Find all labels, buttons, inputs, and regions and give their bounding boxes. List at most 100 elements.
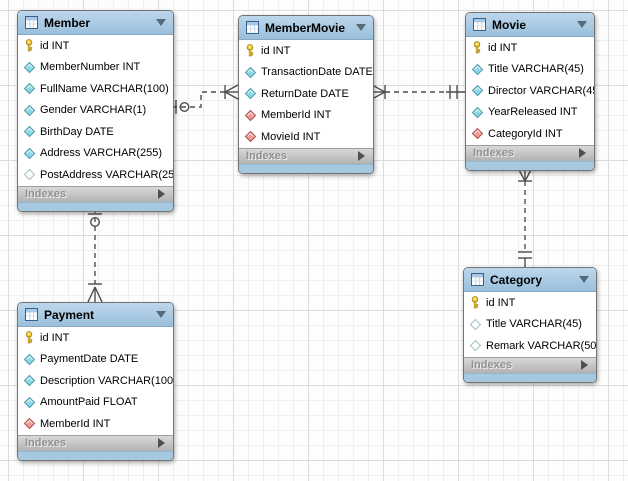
relationship-member-membermovie[interactable]: [172, 84, 239, 114]
expand-arrow-icon[interactable]: [579, 148, 586, 158]
expand-arrow-icon[interactable]: [581, 360, 588, 370]
column-row[interactable]: id INT: [239, 40, 373, 62]
table-title: Category: [490, 272, 543, 287]
column-row[interactable]: TransactionDate DATE: [239, 62, 373, 84]
column-row[interactable]: PostAddress VARCHAR(255): [18, 164, 173, 186]
expand-arrow-icon[interactable]: [358, 151, 365, 161]
column-row[interactable]: PaymentDate DATE: [18, 349, 173, 371]
column-row[interactable]: id INT: [18, 35, 173, 57]
table-footer: [466, 160, 594, 170]
column-label: AmountPaid FLOAT: [40, 396, 138, 409]
indexes-label: Indexes: [471, 359, 512, 371]
table-icon: [25, 16, 38, 29]
notnull-column-icon: [471, 84, 484, 97]
column-label: MemberId INT: [40, 417, 111, 430]
column-row[interactable]: YearReleased INT: [466, 102, 594, 124]
column-row[interactable]: MemberId INT: [18, 413, 173, 435]
column-list: id INT PaymentDate DATE Description VARCHA…: [18, 327, 173, 435]
collapse-triangle-icon[interactable]: [356, 24, 366, 31]
notnull-column-icon: [471, 106, 484, 119]
indexes-bar[interactable]: Indexes: [18, 185, 173, 202]
column-label: PostAddress VARCHAR(255): [40, 168, 174, 181]
column-row[interactable]: ReturnDate DATE: [239, 83, 373, 105]
table-header[interactable]: MemberMovie: [239, 16, 373, 40]
primary-key-icon: [23, 331, 36, 344]
notnull-column-icon: [23, 353, 36, 366]
column-label: id INT: [40, 39, 70, 52]
column-label: Title VARCHAR(45): [488, 63, 584, 76]
expand-arrow-icon[interactable]: [158, 438, 165, 448]
collapse-triangle-icon[interactable]: [577, 21, 587, 28]
column-row[interactable]: Description VARCHAR(100): [18, 370, 173, 392]
column-row[interactable]: AmountPaid FLOAT: [18, 392, 173, 414]
column-label: Director VARCHAR(45): [488, 84, 595, 97]
column-label: id INT: [486, 296, 516, 309]
relationship-member-payment[interactable]: [87, 208, 103, 303]
column-label: PaymentDate DATE: [40, 353, 139, 366]
notnull-column-icon: [23, 125, 36, 138]
table-header[interactable]: Member: [18, 11, 173, 35]
column-row[interactable]: BirthDay DATE: [18, 121, 173, 143]
indexes-label: Indexes: [246, 150, 287, 162]
column-row[interactable]: CategoryId INT: [466, 123, 594, 145]
column-label: Description VARCHAR(100): [40, 374, 174, 387]
notnull-column-icon: [23, 147, 36, 160]
collapse-triangle-icon[interactable]: [156, 19, 166, 26]
table-footer: [18, 201, 173, 211]
table-footer: [239, 163, 373, 173]
table-title: MemberMovie: [265, 20, 346, 35]
relationship-movie-category[interactable]: [517, 167, 533, 267]
table-icon: [25, 308, 38, 321]
column-row[interactable]: Title VARCHAR(45): [464, 314, 596, 336]
column-row[interactable]: Director VARCHAR(45): [466, 80, 594, 102]
foreign-key-icon: [244, 109, 257, 122]
column-row[interactable]: Remark VARCHAR(500): [464, 335, 596, 357]
table-header[interactable]: Category: [464, 268, 596, 292]
indexes-bar[interactable]: Indexes: [466, 144, 594, 161]
table-footer: [464, 372, 596, 382]
indexes-bar[interactable]: Indexes: [239, 147, 373, 164]
column-list: id INT TransactionDate DATE ReturnDate DAT…: [239, 40, 373, 148]
column-label: id INT: [488, 41, 518, 54]
column-row[interactable]: MemberId INT: [239, 105, 373, 127]
foreign-key-icon: [471, 127, 484, 140]
table-header[interactable]: Payment: [18, 303, 173, 327]
collapse-triangle-icon[interactable]: [156, 311, 166, 318]
relationship-membermovie-movie[interactable]: [371, 84, 465, 100]
table-icon: [246, 21, 259, 34]
column-row[interactable]: MovieId INT: [239, 126, 373, 148]
column-row[interactable]: FullName VARCHAR(100): [18, 78, 173, 100]
indexes-bar[interactable]: Indexes: [464, 356, 596, 373]
column-row[interactable]: Address VARCHAR(255): [18, 143, 173, 165]
column-row[interactable]: id INT: [464, 292, 596, 314]
column-row[interactable]: MemberNumber INT: [18, 57, 173, 79]
column-label: ReturnDate DATE: [261, 87, 349, 100]
nullable-column-icon: [469, 339, 482, 352]
column-label: Address VARCHAR(255): [40, 147, 163, 160]
column-row[interactable]: Title VARCHAR(45): [466, 59, 594, 81]
column-label: MemberId INT: [261, 109, 332, 122]
column-label: TransactionDate DATE: [261, 66, 373, 79]
primary-key-icon: [23, 39, 36, 52]
table-title: Movie: [492, 17, 527, 32]
table-header[interactable]: Movie: [466, 13, 594, 37]
nullable-column-icon: [23, 168, 36, 181]
primary-key-icon: [471, 41, 484, 54]
foreign-key-icon: [23, 417, 36, 430]
collapse-triangle-icon[interactable]: [579, 276, 589, 283]
column-label: Title VARCHAR(45): [486, 318, 582, 331]
table-movie[interactable]: Movie id INT Title VARCHAR(45) Director VAR…: [465, 12, 595, 171]
indexes-label: Indexes: [473, 147, 514, 159]
expand-arrow-icon[interactable]: [158, 189, 165, 199]
column-list: id INT Title VARCHAR(45) Remark VARCHAR(50…: [464, 292, 596, 357]
column-row[interactable]: Gender VARCHAR(1): [18, 100, 173, 122]
table-category[interactable]: Category id INT Title VARCHAR(45) Remark VA…: [463, 267, 597, 383]
indexes-bar[interactable]: Indexes: [18, 434, 173, 451]
table-membermovie[interactable]: MemberMovie id INT TransactionDate DATE Ret…: [238, 15, 374, 174]
column-row[interactable]: id INT: [18, 327, 173, 349]
column-row[interactable]: id INT: [466, 37, 594, 59]
